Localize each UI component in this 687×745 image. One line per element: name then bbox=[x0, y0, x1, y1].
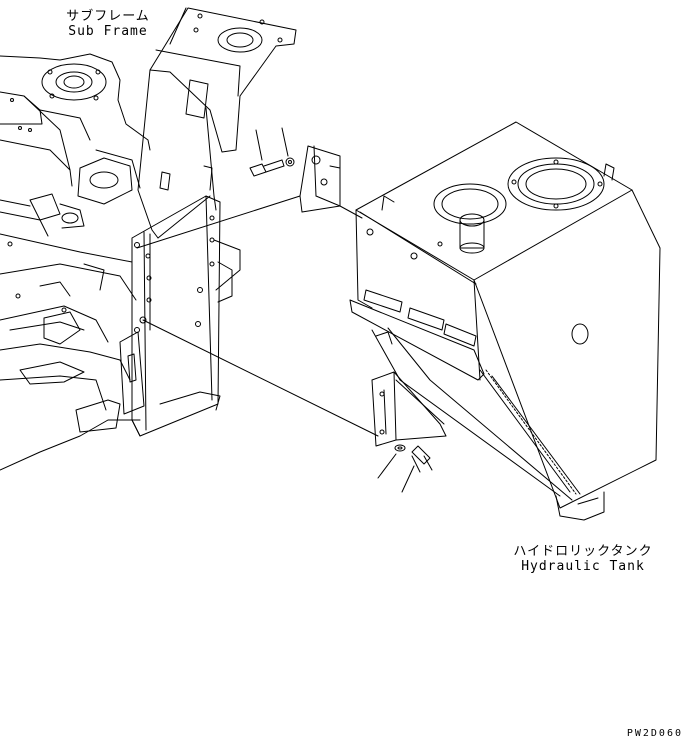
drawing-code: PW2D060 bbox=[626, 728, 683, 739]
assembly-lines bbox=[137, 196, 378, 436]
upper-bolt-set bbox=[250, 128, 294, 176]
hydraulic-tank-label-en: Hydraulic Tank bbox=[521, 559, 645, 574]
sub-frame-label: サブフレーム Sub Frame bbox=[58, 9, 158, 39]
washer-leader-line bbox=[282, 128, 288, 156]
sub-frame-label-en: Sub Frame bbox=[68, 24, 148, 39]
hydraulic-tank-label-jp: ハイドロリックタンク bbox=[513, 544, 653, 559]
sub-frame-mount-plate bbox=[120, 196, 240, 436]
upper-bracket-plate bbox=[300, 146, 340, 212]
hydraulic-tank-label: ハイドロリックタンク Hydraulic Tank bbox=[508, 544, 658, 574]
sub-frame-upper-beam bbox=[0, 54, 150, 186]
bolt-leader-line bbox=[256, 130, 262, 160]
sub-frame-label-jp: サブフレーム bbox=[66, 9, 150, 24]
hydraulic-tank bbox=[350, 122, 660, 520]
tank-lower-bracket bbox=[372, 332, 446, 446]
sub-frame-top-plate bbox=[150, 8, 296, 152]
sub-frame-mid-bracket bbox=[0, 150, 140, 312]
lower-bolt-leader-line bbox=[402, 466, 414, 492]
sub-frame bbox=[0, 8, 296, 470]
lower-bolt-set bbox=[378, 445, 432, 492]
sub-frame-lower-body bbox=[0, 264, 140, 470]
lower-washer-leader-line bbox=[378, 454, 396, 478]
sub-frame-column bbox=[138, 70, 216, 238]
